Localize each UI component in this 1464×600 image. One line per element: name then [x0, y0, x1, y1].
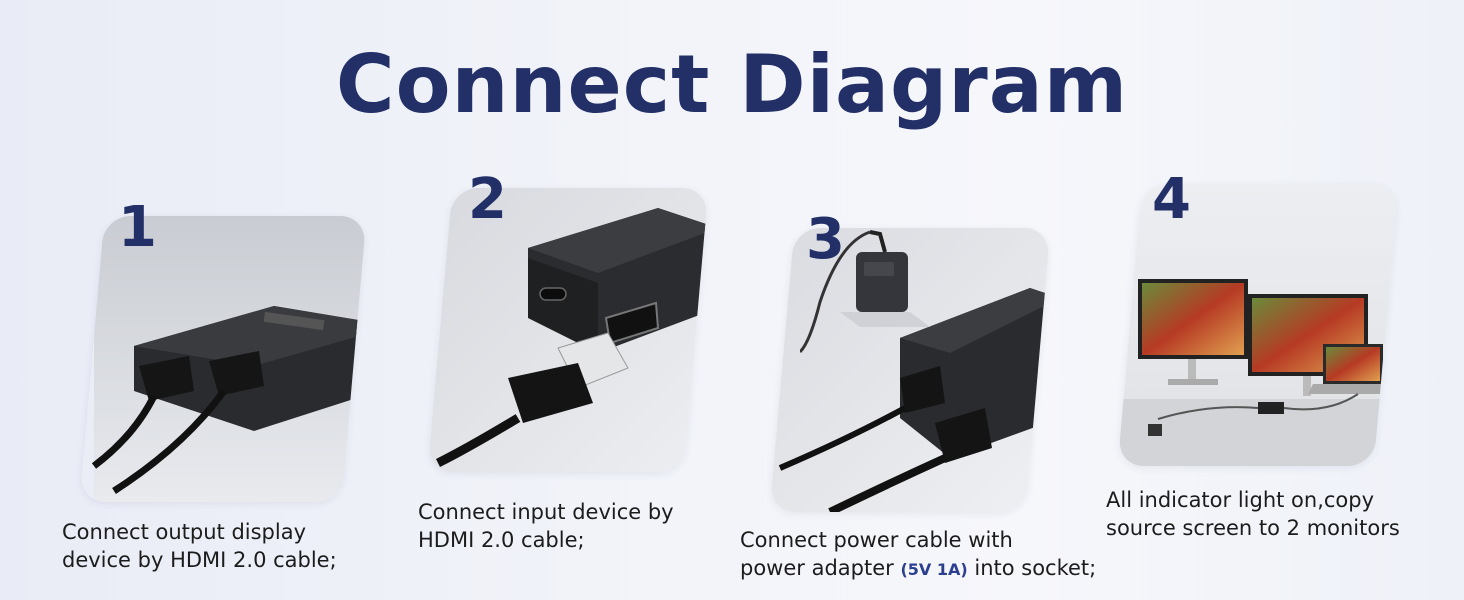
step-4-image — [1118, 184, 1399, 466]
step-1-number: 1 — [118, 195, 157, 260]
step-1-caption: Connect output display device by HDMI 2.… — [62, 520, 337, 572]
step-1-image — [79, 216, 367, 502]
step-3-number: 3 — [806, 207, 845, 272]
page-title: Connect Diagram — [335, 38, 1129, 131]
step-4-number: 4 — [1152, 167, 1191, 232]
step-2-caption: Connect input device by HDMI 2.0 cable; — [418, 500, 674, 552]
power-adapter-icon — [798, 222, 940, 362]
step-2-image — [428, 188, 709, 472]
step-2-number: 2 — [468, 167, 507, 232]
step-3-caption: Connect power cable with power adapter (… — [740, 528, 1097, 580]
power-spec: (5V 1A) — [900, 560, 968, 579]
step-3-image — [770, 228, 1051, 512]
step-4-caption: All indicator light on,copy source scree… — [1106, 488, 1400, 540]
